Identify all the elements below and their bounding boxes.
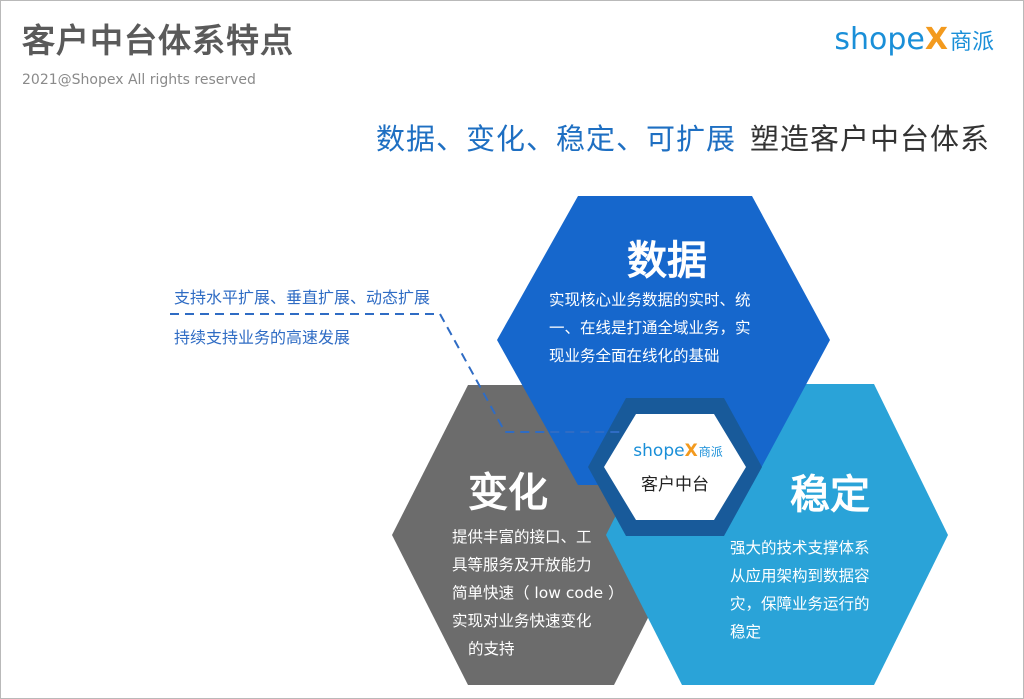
hex-change-line: 简单快速（ low code ） <box>452 584 624 602</box>
hex-data-line: 一、在线是打通全域业务，实 <box>549 319 751 337</box>
annotation-line-1: 支持水平扩展、垂直扩展、动态扩展 <box>174 288 431 307</box>
hex-stable-line: 稳定 <box>730 623 762 641</box>
hex-data <box>497 196 830 485</box>
slogan: 数据、变化、稳定、可扩展塑造客户中台体系 <box>376 116 990 158</box>
copyright-text: 2021@Shopex All rights reserved <box>22 72 256 88</box>
annotation-connector <box>170 313 620 433</box>
hex-data-title: 数据 <box>627 238 707 284</box>
hex-stable-line: 灾，保障业务运行的 <box>730 595 870 613</box>
center-logo-e-text: e <box>674 441 685 461</box>
center-label: 客户中台 <box>641 475 709 495</box>
hex-stable-line: 从应用架构到数据容 <box>730 567 870 585</box>
hex-data-text: 实现核心业务数据的实时、统 一、在线是打通全域业务，实 现业务全面在线化的基础 <box>549 286 751 370</box>
center-logo-shop-text: shop <box>633 441 675 461</box>
slogan-rest: 塑造客户中台体系 <box>749 122 990 156</box>
hex-stable-text: 强大的技术支撑体系 从应用架构到数据容 灾，保障业务运行的 稳定 <box>730 534 870 646</box>
hex-data-line: 现业务全面在线化的基础 <box>549 347 720 365</box>
logo-x-text: X <box>924 22 948 57</box>
hex-change-line: 提供丰富的接口、工 <box>452 528 592 546</box>
center-logo-cn-text: 商派 <box>698 445 723 459</box>
center-hex <box>604 414 746 520</box>
hex-change-line: 的支持 <box>468 640 515 658</box>
center-logo-x-text: X <box>684 441 698 461</box>
hex-stable-line: 强大的技术支撑体系 <box>730 539 870 557</box>
hex-data-line: 实现核心业务数据的实时、统 <box>549 291 751 309</box>
logo-cn-text: 商派 <box>949 30 994 55</box>
hex-change-line: 具等服务及开放能力 <box>452 556 592 574</box>
hex-change-title: 变化 <box>468 470 548 516</box>
logo-e-text: e <box>906 22 925 57</box>
annotation-line-2: 持续支持业务的高速发展 <box>174 328 351 347</box>
hex-stable-title: 稳定 <box>790 472 870 518</box>
hex-change-text: 提供丰富的接口、工 具等服务及开放能力 简单快速（ low code ） 实现对… <box>452 523 624 663</box>
slogan-highlight: 数据、变化、稳定、可扩展 <box>375 122 736 156</box>
logo-shop-text: shop <box>834 22 907 57</box>
page-title: 客户中台体系特点 <box>22 21 294 60</box>
hex-change-line: 实现对业务快速变化 <box>452 612 592 630</box>
